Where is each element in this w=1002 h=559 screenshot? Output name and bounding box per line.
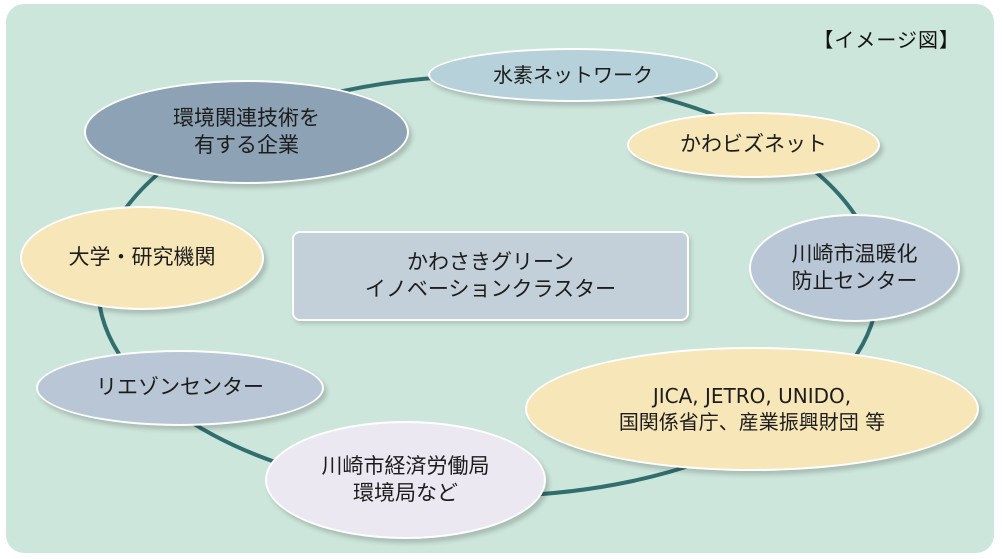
node-line: JICA, JETRO, UNIDO,	[652, 384, 852, 408]
node-universities: 大学・研究機関	[20, 206, 264, 310]
node-line: 水素ネットワーク	[493, 63, 653, 87]
node-line: 国関係省庁、産業振興財団 等	[618, 410, 886, 434]
node-line: 環境局など	[353, 481, 458, 505]
node-line: 防止センター	[791, 269, 918, 293]
node-environment-companies: 環境関連技術を有する企業	[84, 80, 409, 184]
node-warming-center: 川崎市温暖化防止センター	[749, 214, 960, 322]
node-line: 川崎市温暖化	[791, 241, 918, 266]
node-kawa-biz-net: かわビズネット	[627, 112, 880, 178]
node-line: 大学・研究機関	[68, 245, 216, 270]
node-line: かわビズネット	[680, 132, 827, 157]
node-city-bureaus: 川崎市経済労働局環境局など	[265, 421, 546, 539]
node-liaison-center: リエゾンセンター	[36, 350, 324, 426]
cluster-center-line2: イノベーションクラスター	[364, 277, 617, 301]
node-line: 川崎市経済労働局	[321, 453, 490, 478]
node-international: JICA, JETRO, UNIDO,国関係省庁、産業振興財団 等	[525, 347, 979, 471]
node-line: リエゾンセンター	[96, 375, 264, 400]
node-hydrogen-network: 水素ネットワーク	[428, 48, 718, 102]
diagram-caption: 【イメージ図】	[813, 28, 960, 52]
node-line: 有する企業	[194, 133, 299, 157]
cluster-center-line1: かわさきグリーン	[407, 249, 574, 274]
node-line: 環境関連技術を	[173, 105, 320, 130]
cluster-center-box: かわさきグリーン イノベーションクラスター	[292, 231, 689, 321]
